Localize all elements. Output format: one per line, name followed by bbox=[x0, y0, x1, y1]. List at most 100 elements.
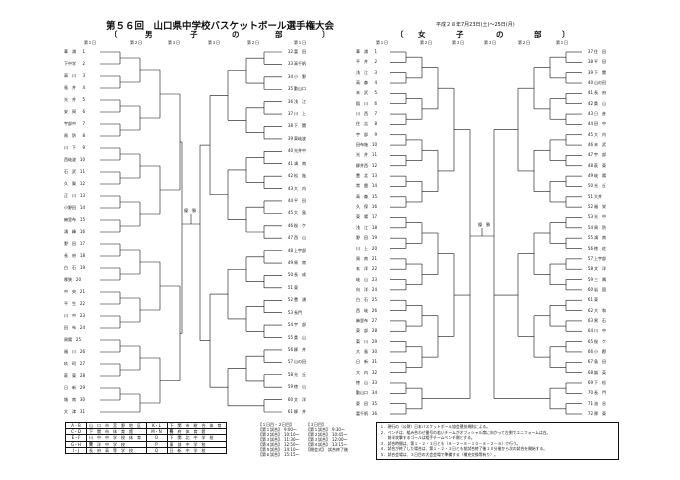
team-number: 15 bbox=[79, 217, 85, 222]
team-number: 54 bbox=[287, 322, 293, 328]
legend-code: A・B bbox=[66, 423, 87, 429]
team-number: 18 bbox=[79, 253, 85, 258]
section-heading-char: 男 bbox=[145, 30, 153, 39]
legend-venue: 下 関 市 総 合 体 育 館 bbox=[169, 423, 226, 434]
team-name: 田 中 bbox=[594, 121, 606, 127]
team-number: 39 bbox=[587, 69, 593, 75]
team-name: 岐 山 bbox=[356, 276, 368, 282]
team-number: 64 bbox=[587, 328, 593, 334]
team-number: 13 bbox=[371, 173, 377, 179]
team-number: 19 bbox=[371, 235, 377, 241]
team-number: 23 bbox=[79, 313, 85, 318]
team-name: 油 谷 bbox=[594, 400, 606, 406]
team-name: 下中学 bbox=[64, 61, 76, 66]
schedule-day3: 【３日目】【第１試合】 9:30～【第２試合】 10:45～【第３試合】 12:… bbox=[306, 422, 348, 452]
schedule-item: 【第１試合】 9:00～ bbox=[258, 427, 297, 432]
team-entry: 41鴻 南 bbox=[284, 161, 306, 166]
team-number: 8 bbox=[82, 133, 85, 138]
team-name: 大 内 bbox=[294, 185, 306, 191]
team-name: 正 川 bbox=[64, 193, 76, 198]
team-entry: 60岩 国 bbox=[584, 287, 606, 292]
team-number: 20 bbox=[371, 245, 377, 251]
team-name: 光 丘 bbox=[594, 183, 606, 189]
team-number: 61 bbox=[587, 297, 593, 303]
team-number: 11 bbox=[79, 169, 85, 174]
team-name: 桑 山 bbox=[594, 100, 606, 106]
team-name: 平 田 bbox=[294, 197, 306, 203]
team-name: 島 井 bbox=[64, 85, 76, 90]
team-number: 21 bbox=[371, 255, 377, 261]
team-number: 40 bbox=[287, 148, 293, 154]
team-entry: 43日 彦 bbox=[584, 112, 606, 116]
team-number: 51 bbox=[287, 284, 293, 290]
round-label: 第２日 bbox=[420, 40, 432, 45]
team-number: 22 bbox=[79, 301, 85, 306]
round-label: 第３日 bbox=[208, 40, 220, 45]
team-name: 西岐波 bbox=[64, 157, 76, 162]
team-number: 44 bbox=[587, 121, 593, 127]
team-name: 大 内 bbox=[594, 131, 606, 137]
team-number: 72 bbox=[587, 411, 593, 416]
team-number: 17 bbox=[79, 241, 85, 246]
team-number: 59 bbox=[587, 276, 593, 282]
team-number: 54 bbox=[587, 224, 593, 230]
note-line: ３．試合時間は、第１・２・３日とも（８－２－８－１０－８－２－８）で行う。 bbox=[380, 440, 521, 446]
team-name: 周 防 bbox=[594, 224, 606, 230]
team-name: 豊 浦 bbox=[294, 297, 306, 303]
team-entry: 39下 関 bbox=[584, 69, 606, 75]
round-label: 第３日 bbox=[452, 40, 464, 45]
schedule-item: 【第５試合】 14:10～ bbox=[258, 447, 300, 452]
team-number: 45 bbox=[587, 131, 593, 137]
team-entry: 72厚 東 bbox=[584, 412, 606, 416]
team-number: 5 bbox=[374, 90, 377, 96]
legend-venue: 日 新 中 学 校 bbox=[169, 447, 206, 453]
team-number: 55 bbox=[287, 334, 293, 340]
team-entry: 44田 中 bbox=[584, 122, 606, 126]
team-entry: 53光 中 bbox=[584, 215, 606, 219]
team-name: 玄 洋 bbox=[356, 266, 368, 272]
team-name: 白 石 bbox=[356, 297, 368, 303]
team-number: 44 bbox=[287, 197, 293, 203]
team-number: 41 bbox=[587, 90, 593, 96]
team-name: 平 田 bbox=[594, 59, 606, 65]
team-number: 29 bbox=[79, 385, 85, 390]
section-heading-char: 女 bbox=[418, 30, 426, 39]
legend-venue: 文 洋 中 学 校 bbox=[87, 441, 147, 447]
team-name: 長 府 bbox=[594, 90, 606, 96]
team-name: 宇部中 bbox=[64, 121, 76, 126]
note-line: １．現行の（公財）日本バスケットボール協会競技規則による。 bbox=[380, 424, 490, 429]
legend-code: G・H bbox=[66, 441, 87, 447]
team-name: 桜 ケ bbox=[594, 338, 606, 344]
team-number: 26 bbox=[371, 307, 377, 313]
team-number: 53 bbox=[587, 214, 593, 220]
team-name: 光 井 bbox=[64, 97, 76, 102]
team-name: 白 石 bbox=[64, 265, 76, 270]
team-entry: 69下 松 bbox=[584, 380, 606, 385]
team-number: 32 bbox=[371, 369, 377, 375]
team-number: 59 bbox=[287, 384, 293, 390]
team-number: 9 bbox=[82, 145, 85, 150]
team-number: 48 bbox=[287, 247, 293, 253]
